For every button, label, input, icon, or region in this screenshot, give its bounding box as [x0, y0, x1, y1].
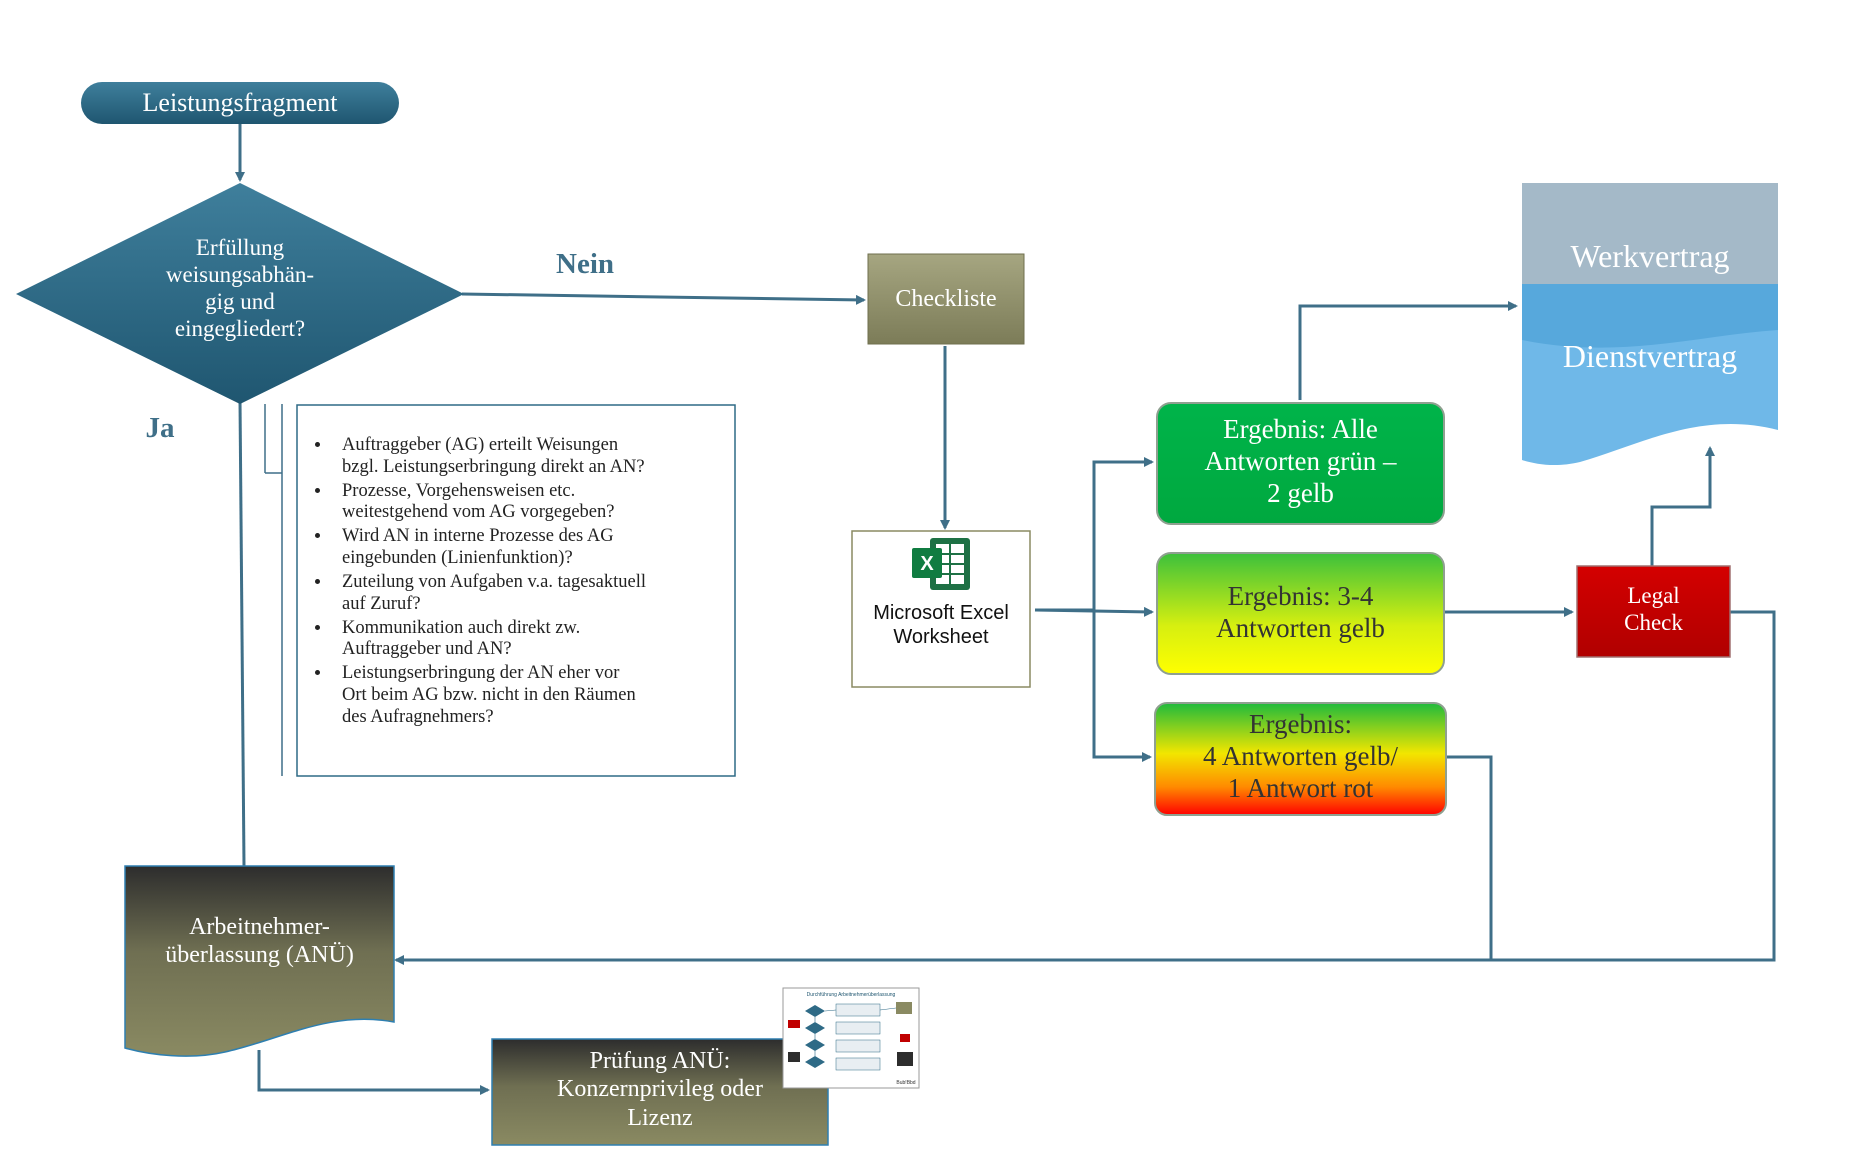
decision-diamond: [16, 183, 464, 404]
decision-label: Erfüllung weisungsabhän- gig und eingegl…: [120, 234, 360, 343]
anue-document: [124, 865, 395, 1057]
result-1-label: Ergebnis: Alle Antworten grün – 2 gelb: [1204, 414, 1397, 508]
criteria-box: [296, 404, 736, 777]
checklist-box: [867, 253, 1025, 345]
svg-text:X: X: [920, 553, 934, 575]
criteria-list: Auftraggeber (AG) erteilt Weisungenbzgl.…: [310, 433, 752, 729]
result-box-3: [1154, 702, 1447, 816]
decision-line-2: weisungsabhän-: [165, 262, 315, 288]
start-terminator: [81, 82, 399, 124]
contract-bottom-label: Dienstvertrag: [1562, 338, 1738, 374]
edge-nein: [461, 292, 866, 305]
edge-legal-to-contract: [1650, 446, 1715, 566]
result-2-label: Ergebnis: 3-4 Antworten gelb: [1216, 581, 1385, 643]
thumbnail-title: Durchführung Arbeitnehmerüberlassung: [807, 992, 896, 998]
anue-label: Arbeitnehmer- überlassung (ANÜ): [165, 914, 354, 969]
flowchart-thumbnail[interactable]: Durchführung Arbeitnehmerüberlassung Bub…: [782, 987, 920, 1089]
edge-anue-to-pruefung: [257, 1050, 490, 1095]
edge-excel-to-result-3: [1092, 610, 1152, 762]
checklist-label: Checkliste: [895, 286, 997, 312]
edge-excel-to-results: [1035, 457, 1154, 612]
edge-label-nein: Nein: [556, 248, 614, 280]
contract-document: [1522, 183, 1778, 466]
pruefung-label: Prüfung ANÜ: Konzernprivileg oder Lizenz: [557, 1048, 763, 1131]
excel-caption-line-1: Microsoft Excel: [873, 602, 1009, 624]
criteria-item: Zuteilung von Aufgaben v.a. tagesaktuell…: [332, 570, 752, 616]
criteria-item: Kommunikation auch direkt zw.Auftraggebe…: [332, 616, 752, 662]
criteria-item: Prozesse, Vorgehensweisen etc.weitestgeh…: [332, 479, 752, 525]
result-box-1: [1156, 402, 1445, 525]
result-box-2: [1156, 552, 1445, 675]
connectors: [235, 122, 1776, 1095]
edge-result1-to-contract: [1298, 301, 1518, 400]
criteria-item: Wird AN in interne Prozesse des AGeingeb…: [332, 524, 752, 570]
thumbnail-footer: Bub!Bbd: [896, 1080, 915, 1086]
contract-top-label: Werkvertrag: [1570, 238, 1730, 274]
edge-legal-to-anue: [394, 610, 1776, 965]
decision-line-4: eingegliedert?: [174, 316, 306, 342]
edge-ja: [238, 399, 246, 867]
edge-label-ja: Ja: [145, 412, 175, 444]
pruefung-box: [491, 1038, 829, 1146]
criteria-item: Auftraggeber (AG) erteilt Weisungenbzgl.…: [332, 433, 752, 479]
decision-line-1: Erfüllung: [195, 235, 285, 260]
excel-caption-line-2: Worksheet: [893, 625, 989, 648]
decision-line-3: gig und: [205, 289, 275, 315]
start-label: Leistungsfragment: [142, 88, 338, 117]
excel-icon: X: [911, 533, 971, 593]
legal-check-label: Legal Check: [1624, 583, 1683, 636]
result-3-label: Ergebnis: 4 Antworten gelb/ 1 Antwort ro…: [1203, 709, 1398, 803]
edge-result3-to-anue: [1446, 755, 1493, 960]
criteria-bracket: [264, 404, 283, 776]
legal-check-box: [1576, 565, 1731, 658]
excel-caption: Microsoft Excel Worksheet: [852, 602, 1030, 649]
